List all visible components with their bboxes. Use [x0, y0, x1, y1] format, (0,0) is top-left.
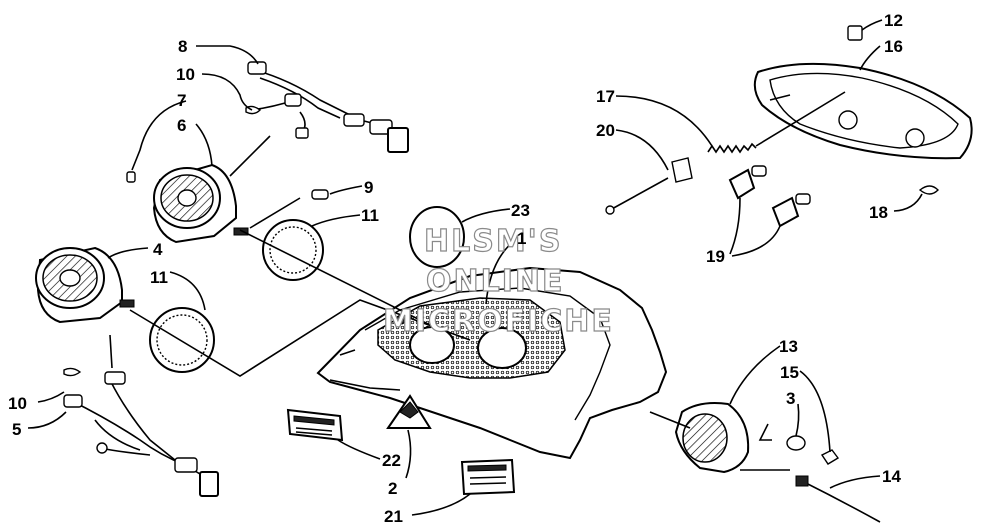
bulb-9: [311, 189, 329, 200]
callout-21: 21: [384, 507, 403, 526]
bezel-ring-upper: [262, 219, 324, 281]
bezel-ring-lower: [149, 307, 215, 373]
callout-18: 18: [869, 203, 888, 222]
speedometer-cable: [795, 475, 881, 523]
screw-7: [126, 171, 136, 183]
pod-housing: [674, 402, 790, 474]
dash-panel-hood: [316, 266, 668, 460]
decal-22: [286, 408, 344, 442]
callout-3: 3: [786, 389, 795, 408]
callout-2: 2: [388, 479, 397, 498]
callout-1: 1: [517, 229, 526, 248]
callout-6: 6: [177, 116, 186, 135]
watermark-line-2: ONLINE: [426, 264, 565, 299]
callout-8: 8: [178, 37, 187, 56]
headlight-assembly: [753, 25, 973, 160]
decal-2: [386, 394, 432, 429]
callout-22: 22: [382, 451, 401, 470]
wire-harness-upper: [245, 61, 409, 153]
wire-harness-lower: [63, 367, 219, 497]
gauge-lens: [409, 206, 465, 268]
watermark-line-3: MICROFICHE: [383, 304, 614, 339]
adjuster-spring: [707, 91, 846, 154]
callout-17: 17: [596, 87, 615, 106]
bulb-socket-b: [771, 193, 811, 228]
callout-20: 20: [596, 121, 615, 140]
tachometer-gauge: [152, 163, 249, 244]
washer-15: [786, 435, 840, 465]
callout-11-lower: 11: [150, 268, 168, 287]
callout-10-upper: 10: [176, 65, 195, 84]
bulb-socket-a: [728, 165, 767, 200]
callout-9: 9: [364, 178, 373, 197]
callout-12: 12: [884, 11, 903, 30]
callout-13: 13: [779, 337, 798, 356]
callout-11-upper: 11: [361, 206, 379, 225]
watermark-line-1: HLSM'S: [424, 224, 562, 259]
callout-23: 23: [511, 201, 530, 220]
callout-7: 7: [177, 91, 186, 110]
callout-16: 16: [884, 37, 903, 56]
callout-labels: 8 10 7 6 9 11 4 11 10 5 23 1 22 2 21 12 …: [8, 11, 903, 526]
speedometer-gauge: [35, 246, 135, 324]
callout-19: 19: [706, 247, 725, 266]
clip-18: [918, 185, 939, 195]
callout-14: 14: [882, 467, 901, 486]
callout-10-lower: 10: [8, 394, 27, 413]
decal-21: [460, 458, 516, 496]
callout-4: 4: [153, 240, 163, 259]
leader-lines: [27, 19, 923, 516]
callout-15: 15: [780, 363, 799, 382]
callout-5: 5: [12, 420, 21, 439]
adjuster-bolt: [605, 157, 693, 215]
watermark: HLSM'S ONLINE MICROFICHE: [382, 223, 614, 339]
